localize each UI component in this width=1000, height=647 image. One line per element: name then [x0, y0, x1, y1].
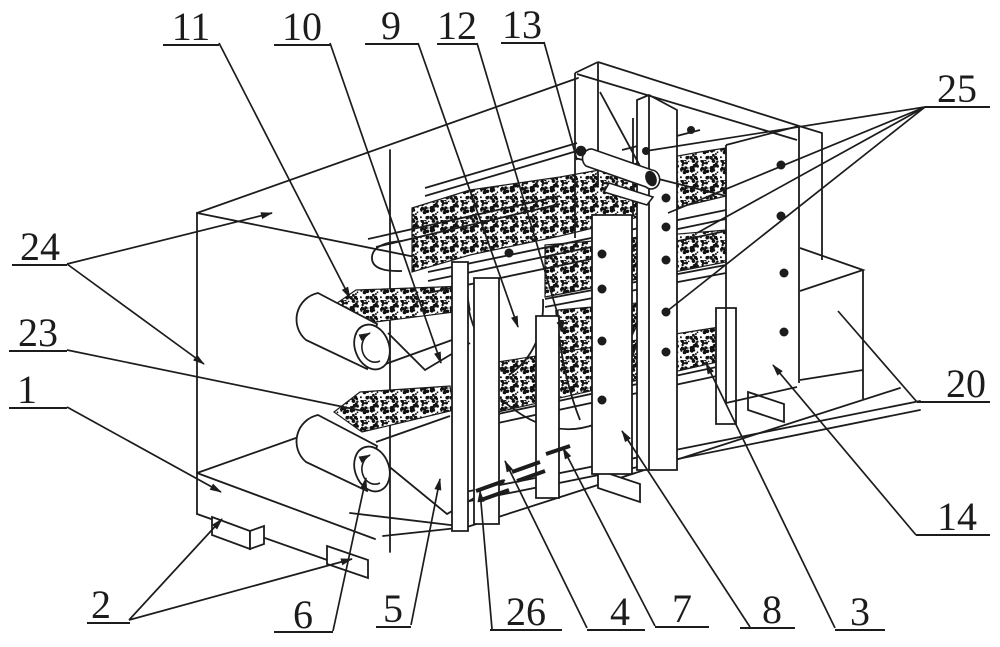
svg-text:24: 24	[20, 224, 60, 269]
svg-text:25: 25	[937, 66, 977, 111]
svg-text:1: 1	[17, 367, 37, 412]
svg-text:23: 23	[18, 310, 58, 355]
svg-text:20: 20	[946, 361, 986, 406]
svg-text:14: 14	[937, 494, 977, 539]
svg-text:3: 3	[850, 589, 870, 634]
svg-text:10: 10	[282, 4, 322, 49]
svg-text:4: 4	[610, 589, 630, 634]
svg-text:11: 11	[172, 4, 211, 49]
svg-text:12: 12	[437, 3, 477, 48]
svg-text:26: 26	[506, 589, 546, 634]
svg-text:2: 2	[91, 582, 111, 627]
svg-text:9: 9	[381, 3, 401, 48]
svg-text:6: 6	[293, 592, 313, 637]
svg-text:5: 5	[383, 586, 403, 631]
svg-text:7: 7	[672, 586, 692, 631]
svg-text:13: 13	[502, 2, 542, 47]
svg-text:8: 8	[762, 587, 782, 632]
